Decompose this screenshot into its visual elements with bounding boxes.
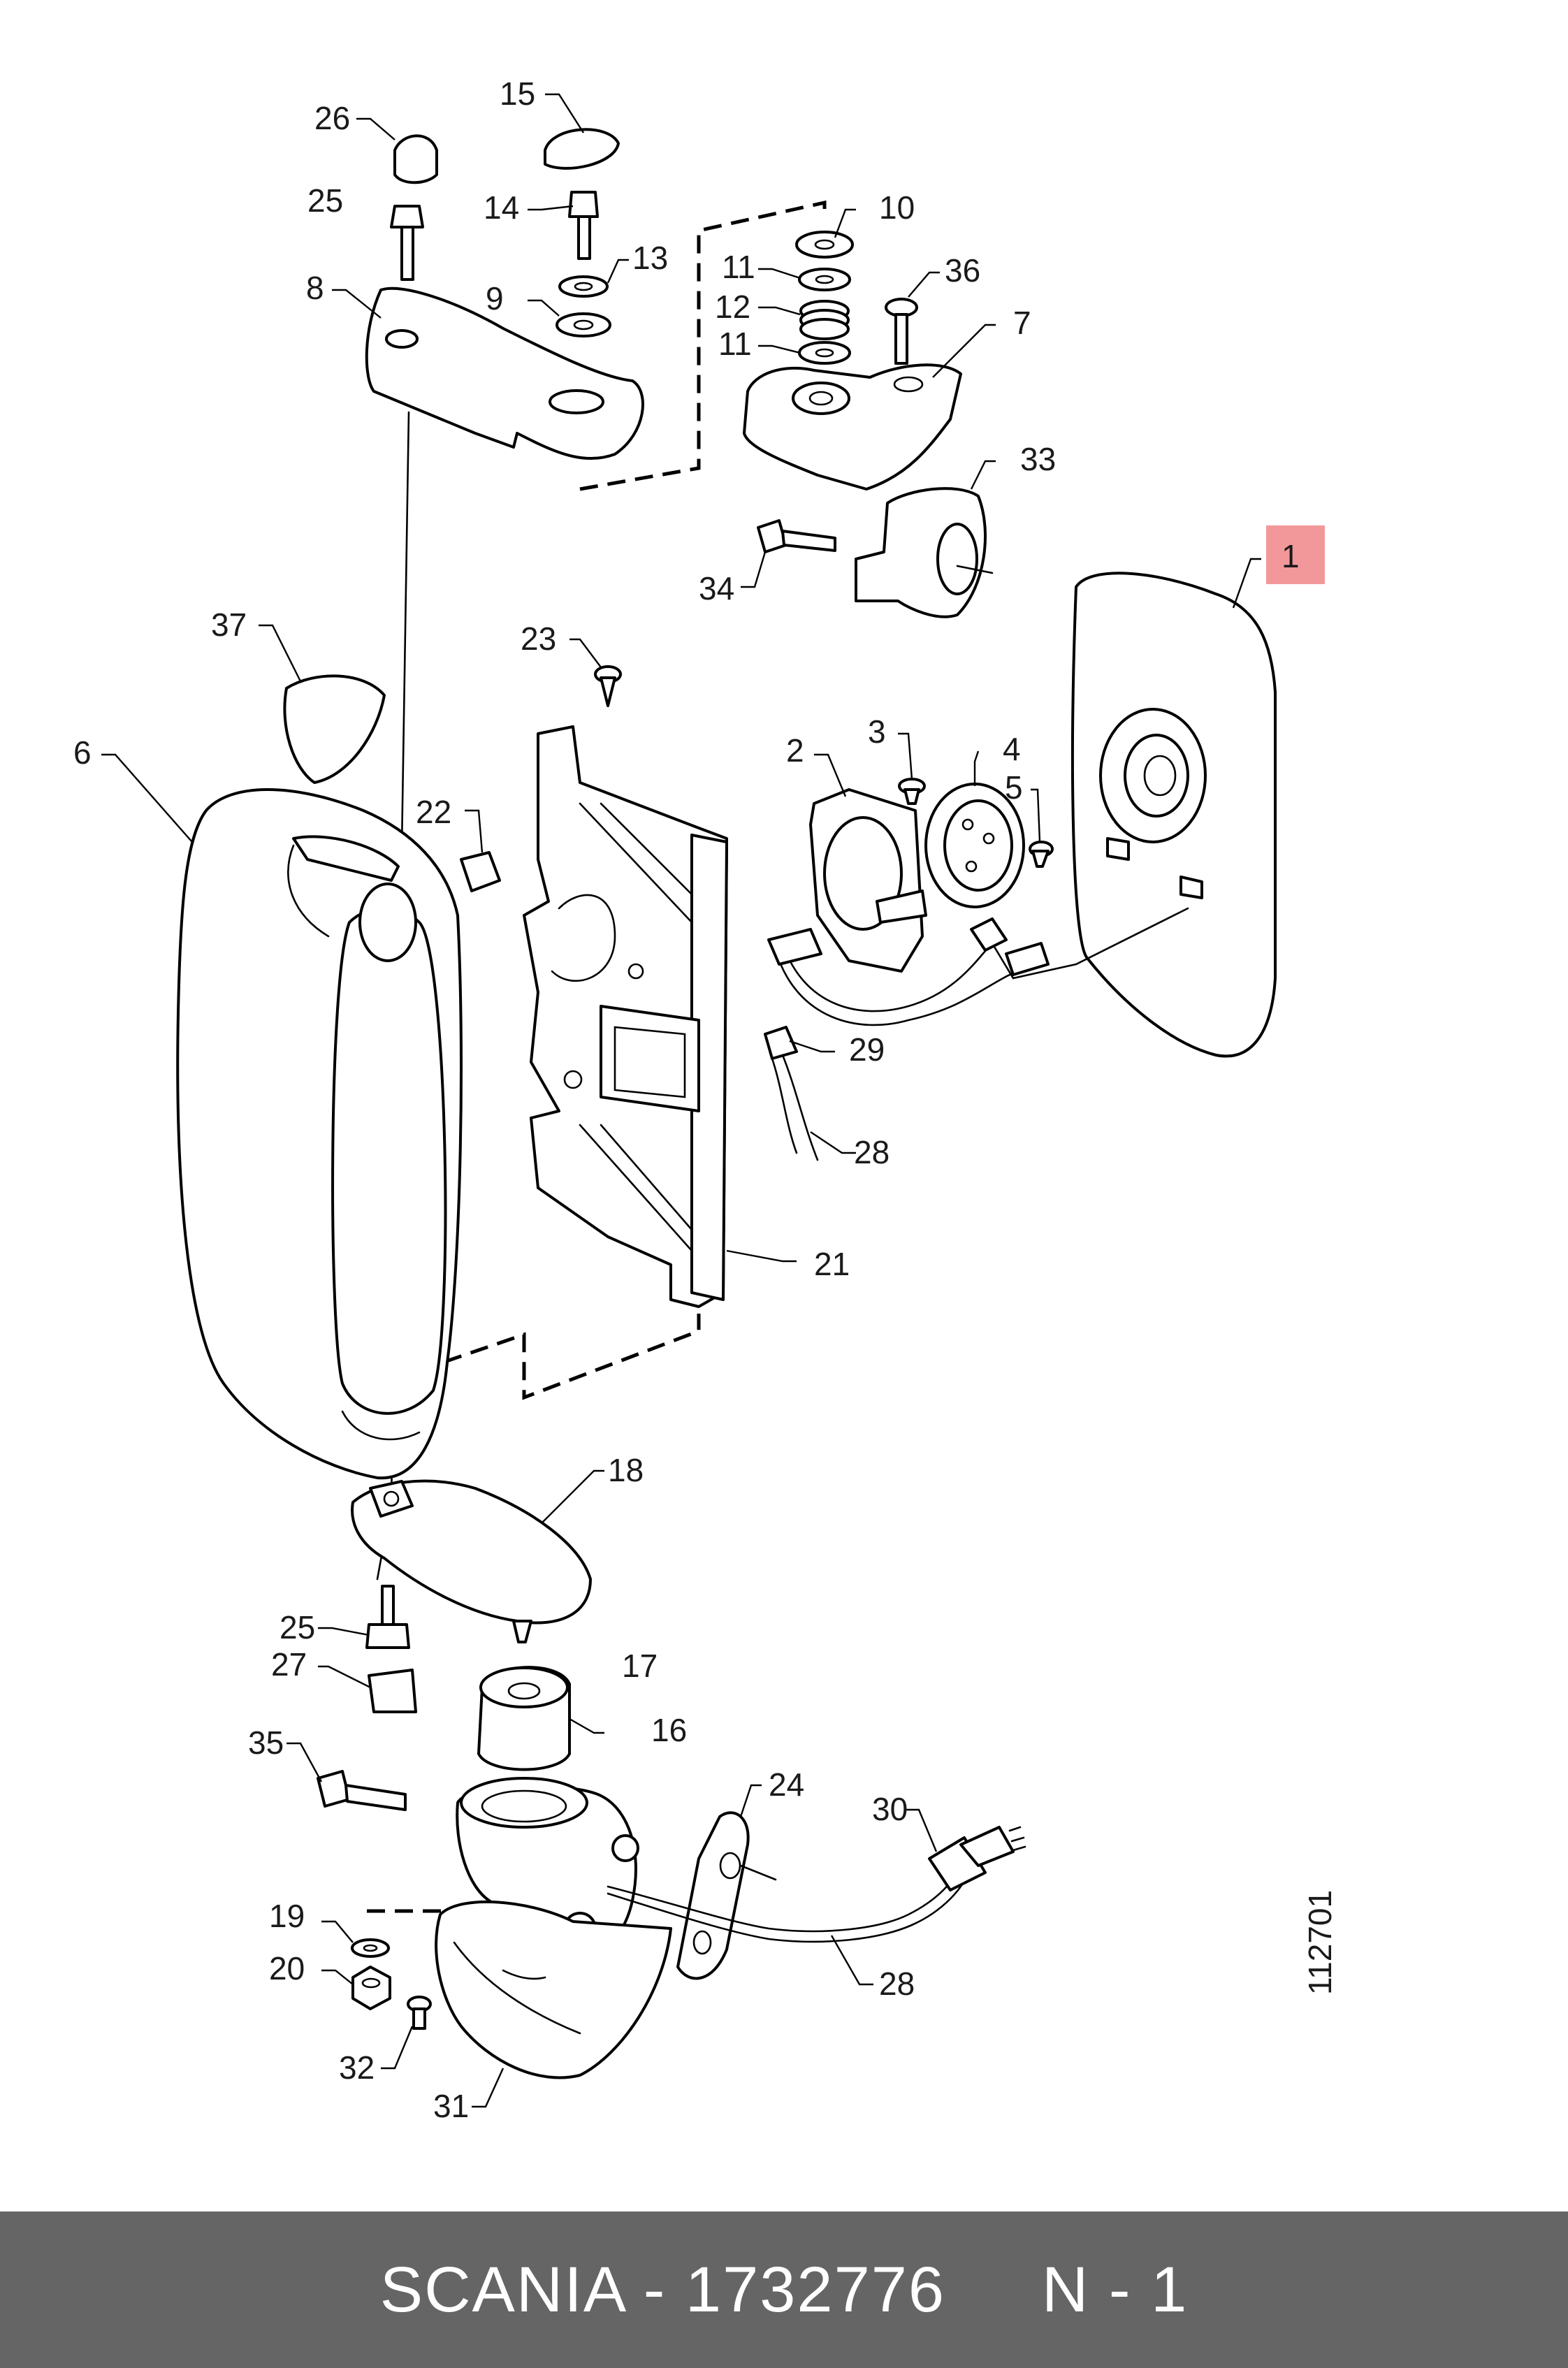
highlight-callout-1	[1266, 525, 1325, 584]
part-11-washer-upper	[798, 268, 851, 291]
part-10-washer	[795, 231, 854, 259]
callout-label-34: 34	[699, 570, 734, 606]
part-34-bolt	[757, 519, 836, 553]
callout-label-30: 30	[872, 1791, 908, 1827]
callout-label-18: 18	[608, 1452, 644, 1488]
part-3-screw	[898, 778, 926, 805]
mirror-wiring-harness	[764, 907, 1189, 1161]
callout-label-10: 10	[879, 189, 915, 226]
callout-label-32: 32	[339, 2049, 375, 2086]
callout-label-28-lower: 28	[879, 1966, 915, 2002]
callout-label-17: 17	[622, 1648, 658, 1684]
callout-label-21: 21	[814, 1246, 850, 1282]
part-26-cap	[393, 134, 438, 184]
callout-label-5: 5	[1005, 769, 1023, 806]
callout-label-12: 12	[715, 289, 750, 325]
callout-label-13: 13	[632, 240, 668, 276]
dashed-assembly-line-top	[579, 200, 827, 491]
part-11-washer-lower	[798, 341, 851, 365]
callout-label-36: 36	[945, 252, 980, 289]
callout-label-4: 4	[1003, 731, 1021, 767]
callout-label-7: 7	[1013, 305, 1031, 341]
part-8-top-bracket	[365, 286, 644, 460]
callout-label-14: 14	[484, 189, 519, 226]
callout-label-8: 8	[306, 270, 324, 306]
callout-label-11a: 11	[722, 249, 755, 285]
part-37-cover	[283, 674, 386, 784]
part-14-bolt	[568, 191, 599, 260]
part-16-mount-base	[456, 1777, 639, 1956]
part-4-motor	[924, 783, 1025, 908]
part-32-screw	[407, 1996, 432, 2030]
part-25-bolt-top	[390, 205, 424, 281]
dashed-assembly-line-middle	[391, 1314, 701, 1400]
callout-label-25-lower: 25	[280, 1609, 315, 1646]
part-18-arm	[351, 1479, 592, 1643]
part-30-connector	[928, 1826, 1026, 1891]
part-17-lock-ring	[477, 1666, 571, 1771]
part-22-clip	[460, 851, 501, 892]
part-36-screw	[885, 298, 918, 365]
part-12-spring	[799, 300, 850, 340]
part-6-mirror-housing	[176, 788, 463, 1480]
drawing-number: 112701	[1302, 1890, 1338, 1995]
leader-lines	[101, 93, 1261, 2108]
callout-label-26: 26	[314, 100, 350, 136]
part-9-washer	[556, 312, 611, 337]
callout-label-11b: 11	[718, 326, 752, 362]
callout-label-22: 22	[416, 794, 451, 830]
part-5-screw	[1029, 841, 1054, 868]
callout-label-37: 37	[211, 606, 247, 643]
callout-label-2: 2	[786, 732, 804, 769]
callout-label-6: 6	[73, 734, 92, 771]
callout-label-1: 1	[1282, 538, 1300, 574]
part-23-screw	[594, 665, 622, 707]
part-2-motor-frame	[809, 788, 927, 973]
callout-label-15: 15	[500, 75, 535, 112]
callout-labels: 1 2 3 4 5 6 7 8 9 10 11 11 12 13 14 15 1…	[73, 75, 1325, 2124]
callout-label-35: 35	[248, 1724, 284, 1761]
footer-bar: SCANIA - 1732776 N - 1	[0, 2211, 1568, 2368]
part-27-cover	[368, 1669, 417, 1713]
part-25-bolt-lower	[365, 1585, 410, 1649]
callout-label-25-top: 25	[307, 182, 343, 219]
part-20-nut	[351, 1966, 391, 2010]
part-24-gasket	[676, 1811, 750, 1980]
part-35-bolt	[317, 1770, 407, 1811]
part-33-motor-bracket	[855, 487, 994, 618]
part-31-lower-cover	[435, 1900, 672, 2079]
part-28-cable-lower	[607, 1864, 969, 1943]
callout-label-27: 27	[271, 1646, 307, 1683]
exploded-parts-diagram: 1 2 3 4 5 6 7 8 9 10 11 11 12 13 14 15 1…	[73, 75, 1338, 2124]
part-1-mirror-glass	[1071, 572, 1277, 1058]
footer-part-label: SCANIA - 1732776 N - 1	[379, 2253, 1189, 2325]
callout-label-24: 24	[769, 1766, 804, 1803]
callout-label-9: 9	[486, 280, 504, 317]
callout-label-23: 23	[521, 620, 556, 657]
callout-label-29: 29	[849, 1031, 885, 1068]
part-7-pivot-housing	[743, 363, 962, 491]
callout-label-31: 31	[433, 2088, 469, 2124]
callout-label-20: 20	[269, 1950, 305, 1986]
callout-label-28-upper: 28	[854, 1134, 890, 1170]
part-13-washer	[558, 275, 609, 298]
part-19-washer	[351, 1938, 390, 1958]
callout-label-3: 3	[868, 713, 886, 750]
part-21-mirror-frame	[523, 725, 728, 1308]
callout-label-19: 19	[269, 1898, 305, 1934]
callout-label-33: 33	[1020, 441, 1056, 477]
callout-label-16: 16	[651, 1712, 687, 1748]
part-15-cap	[544, 128, 620, 170]
